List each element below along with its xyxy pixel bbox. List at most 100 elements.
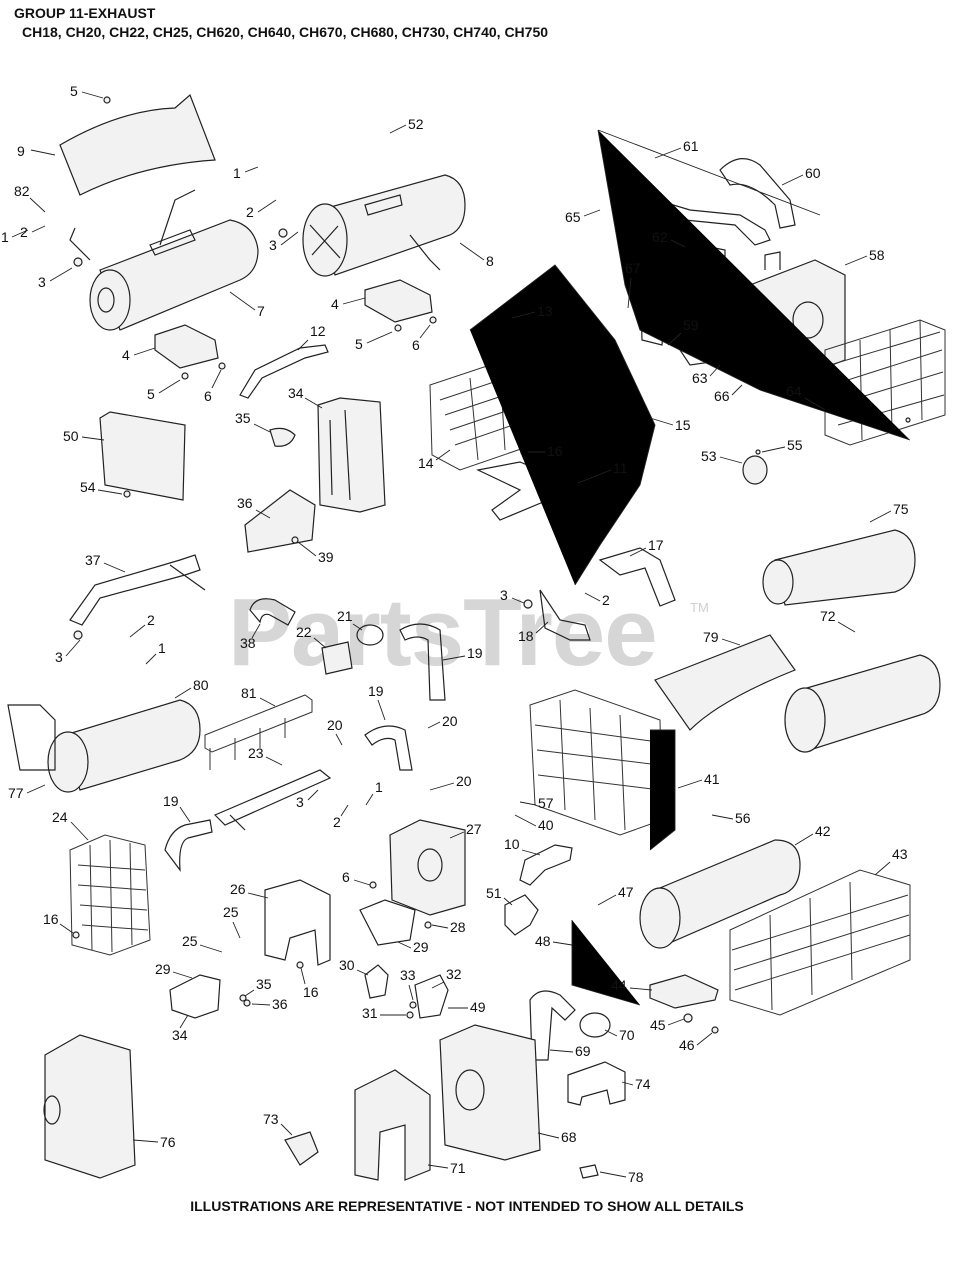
callout-29b: 29 bbox=[155, 961, 193, 979]
svg-text:72: 72 bbox=[820, 608, 836, 624]
elbow-19c bbox=[164, 819, 213, 872]
svg-text:16: 16 bbox=[303, 984, 319, 1000]
muffler-27 bbox=[389, 819, 466, 916]
heat-guard-43 bbox=[729, 869, 911, 1016]
callout-3: 3 bbox=[38, 267, 73, 290]
bracket-4-left bbox=[154, 324, 219, 369]
callout-5c: 5 bbox=[355, 331, 393, 352]
callout-16b: 16 bbox=[300, 967, 319, 1000]
callout-37: 37 bbox=[85, 552, 126, 573]
pipe-60 bbox=[719, 158, 796, 229]
svg-text:66: 66 bbox=[714, 388, 730, 404]
svg-text:50: 50 bbox=[63, 428, 79, 444]
callout-39: 39 bbox=[297, 541, 334, 565]
svg-text:64: 64 bbox=[786, 383, 802, 399]
svg-text:27: 27 bbox=[466, 821, 482, 837]
callout-3b: 3 bbox=[269, 231, 299, 253]
svg-text:67: 67 bbox=[625, 260, 641, 276]
plate-50 bbox=[99, 411, 186, 501]
callout-78: 78 bbox=[599, 1169, 644, 1185]
callout-50: 50 bbox=[63, 428, 105, 444]
watermark-tm: TM bbox=[690, 600, 709, 615]
callout-29: 29 bbox=[397, 939, 429, 955]
shield-71 bbox=[354, 1069, 431, 1181]
heat-guard-41 bbox=[529, 689, 663, 836]
callout-43: 43 bbox=[874, 846, 908, 876]
callout-28: 28 bbox=[431, 919, 466, 935]
svg-text:21: 21 bbox=[337, 608, 353, 624]
callout-19: 19 bbox=[442, 645, 483, 661]
svg-text:20: 20 bbox=[456, 773, 472, 789]
svg-text:75: 75 bbox=[893, 501, 909, 517]
callout-52: 52 bbox=[389, 116, 424, 134]
svg-text:55: 55 bbox=[787, 437, 803, 453]
callout-81: 81 bbox=[241, 685, 276, 707]
svg-text:4: 4 bbox=[122, 347, 130, 363]
callout-57: 57 bbox=[519, 795, 554, 811]
svg-text:60: 60 bbox=[805, 165, 821, 181]
svg-text:1: 1 bbox=[1, 229, 9, 245]
svg-text:70: 70 bbox=[619, 1027, 635, 1043]
callout-34b: 34 bbox=[172, 1014, 189, 1043]
callout-48: 48 bbox=[535, 933, 573, 949]
svg-text:3: 3 bbox=[38, 274, 46, 290]
pipe-23 bbox=[213, 769, 332, 831]
svg-text:5: 5 bbox=[147, 386, 155, 402]
svg-text:58: 58 bbox=[869, 247, 885, 263]
callout-33: 33 bbox=[400, 967, 416, 1001]
bracket-32 bbox=[414, 974, 449, 1019]
callout-12: 12 bbox=[297, 323, 326, 351]
elbow-19b bbox=[364, 725, 413, 771]
mount-30 bbox=[364, 964, 389, 999]
callout-25b: 25 bbox=[182, 933, 223, 953]
callout-59: 59 bbox=[667, 317, 699, 346]
disclaimer-note: ILLUSTRATIONS ARE REPRESENTATIVE - NOT I… bbox=[190, 1198, 744, 1214]
svg-text:23: 23 bbox=[248, 745, 264, 761]
svg-text:5: 5 bbox=[355, 336, 363, 352]
callout-2e: 2 bbox=[333, 804, 349, 830]
callout-16: 16 bbox=[528, 443, 563, 459]
svg-text:16: 16 bbox=[547, 443, 563, 459]
svg-text:28: 28 bbox=[450, 919, 466, 935]
callout-66: 66 bbox=[714, 384, 743, 404]
heat-shield-79 bbox=[654, 634, 796, 731]
callout-27: 27 bbox=[449, 821, 482, 839]
callout-70: 70 bbox=[604, 1027, 635, 1043]
svg-text:35: 35 bbox=[235, 410, 251, 426]
svg-text:80: 80 bbox=[193, 677, 209, 693]
callout-19b: 19 bbox=[368, 683, 386, 721]
callout-42: 42 bbox=[794, 823, 831, 846]
callout-71: 71 bbox=[427, 1160, 466, 1176]
muffler-42 bbox=[639, 839, 801, 949]
diagram-title: GROUP 11-EXHAUST bbox=[14, 5, 156, 21]
callout-47: 47 bbox=[597, 884, 634, 906]
svg-text:69: 69 bbox=[575, 1043, 591, 1059]
callout-2d: 2 bbox=[584, 592, 610, 608]
svg-text:57: 57 bbox=[538, 795, 554, 811]
svg-text:22: 22 bbox=[296, 624, 312, 640]
callout-3c: 3 bbox=[55, 639, 81, 665]
svg-text:71: 71 bbox=[450, 1160, 466, 1176]
callout-21: 21 bbox=[337, 608, 363, 631]
muffler-76 bbox=[43, 1034, 136, 1179]
svg-text:6: 6 bbox=[412, 337, 420, 353]
callout-36: 36 bbox=[237, 495, 271, 519]
svg-text:35: 35 bbox=[256, 976, 272, 992]
svg-text:54: 54 bbox=[80, 479, 96, 495]
callout-4b: 4 bbox=[331, 296, 366, 312]
callout-3e: 3 bbox=[296, 789, 319, 810]
svg-text:18: 18 bbox=[518, 628, 534, 644]
svg-text:5: 5 bbox=[70, 83, 78, 99]
svg-text:1: 1 bbox=[375, 779, 383, 795]
callout-53: 53 bbox=[701, 448, 743, 464]
callout-82: 82 bbox=[14, 183, 46, 213]
callout-1b: 1 bbox=[233, 165, 259, 181]
svg-text:62: 62 bbox=[652, 229, 668, 245]
shield-74 bbox=[567, 1061, 626, 1106]
svg-text:33: 33 bbox=[400, 967, 416, 983]
callout-44: 44 bbox=[611, 977, 653, 993]
svg-text:3: 3 bbox=[269, 237, 277, 253]
callout-75: 75 bbox=[869, 501, 909, 523]
svg-text:26: 26 bbox=[230, 881, 246, 897]
heat-guard-64 bbox=[824, 319, 946, 446]
